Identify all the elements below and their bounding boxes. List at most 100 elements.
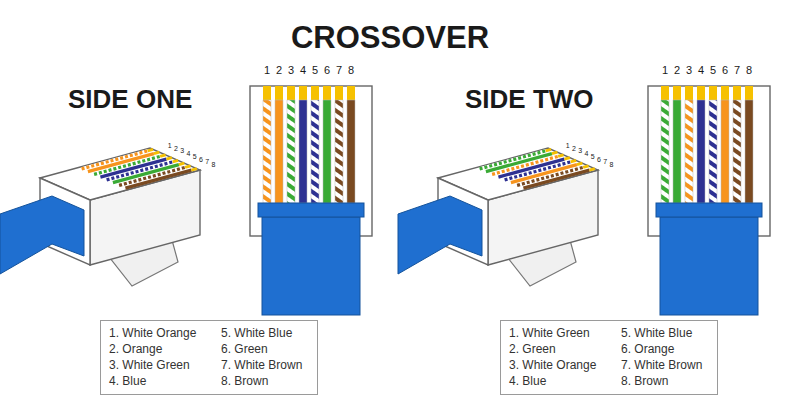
pin-number-small: 5 xyxy=(193,152,197,159)
color-list-item: 2. Green xyxy=(509,342,556,356)
pin-number: 6 xyxy=(324,65,330,76)
illustration-shape xyxy=(335,100,343,203)
illustration-shape xyxy=(191,169,197,171)
pin-number-small: 1 xyxy=(566,141,570,148)
illustration-shape xyxy=(173,160,179,162)
illustration-shape xyxy=(685,100,693,203)
illustration-shape xyxy=(125,170,191,188)
side-heading: SIDE TWO xyxy=(465,86,594,112)
color-list-item: 4. Blue xyxy=(109,374,146,388)
color-list-box: 1. White Orange 2. Orange 3. White Green 4.… xyxy=(100,320,318,395)
illustration-shape xyxy=(179,163,185,165)
color-list-item: 4. Blue xyxy=(509,374,546,388)
plug-contacts xyxy=(546,149,595,170)
pin-number: 7 xyxy=(336,65,342,76)
illustration-shape xyxy=(552,152,558,154)
pin-number: 5 xyxy=(312,65,318,76)
contact-pins xyxy=(661,86,753,100)
color-list-item: 5. White Blue xyxy=(621,326,692,340)
illustration-shape xyxy=(745,86,753,100)
plug-3d-side-one xyxy=(0,148,200,286)
pin-number-small: 3 xyxy=(180,147,184,154)
illustration-shape xyxy=(697,100,705,203)
illustration-shape xyxy=(335,86,343,100)
illustration-shape xyxy=(311,100,319,203)
color-list-item: 6. Green xyxy=(221,342,268,356)
illustration-shape xyxy=(709,86,717,100)
pin-number-small: 6 xyxy=(597,155,601,162)
pin-number-small: 4 xyxy=(584,150,588,157)
illustration-shape xyxy=(583,166,589,168)
color-list-item: 7. White Brown xyxy=(621,358,702,372)
illustration-shape xyxy=(673,86,681,100)
cable-jacket xyxy=(398,196,482,274)
pin-number: 1 xyxy=(662,65,668,76)
illustration-shape xyxy=(311,86,319,100)
color-list-item: 3. White Orange xyxy=(509,358,596,372)
plug-wires xyxy=(480,151,590,188)
illustration-shape xyxy=(113,165,179,183)
pin-number-small: 3 xyxy=(578,147,582,154)
illustration-shape xyxy=(523,170,589,188)
color-list-item: 1. White Orange xyxy=(109,326,196,340)
pin-number: 5 xyxy=(710,65,716,76)
illustration-shape xyxy=(661,86,669,100)
illustration-shape xyxy=(119,167,185,185)
pin-number: 8 xyxy=(746,65,752,76)
illustration-shape xyxy=(323,86,331,100)
cable-jacket xyxy=(262,217,360,315)
illustration-shape xyxy=(299,86,307,100)
illustration-shape xyxy=(661,100,669,203)
contact-pins xyxy=(263,86,355,100)
illustration-shape xyxy=(745,100,753,203)
illustration-shape xyxy=(287,86,295,100)
illustration-shape xyxy=(263,86,271,100)
illustration-shape xyxy=(709,100,717,203)
pin-number-small: 7 xyxy=(205,158,209,165)
color-list-item: 8. Brown xyxy=(621,374,668,388)
pin-number: 4 xyxy=(300,65,306,76)
pin-number-small: 7 xyxy=(603,158,607,165)
illustration-shape xyxy=(511,165,577,183)
color-list-item: 3. White Green xyxy=(109,358,190,372)
illustration-shape xyxy=(160,155,166,157)
illustration-shape xyxy=(263,100,271,203)
illustration-shape xyxy=(558,155,564,157)
crimp-bar xyxy=(656,203,762,217)
pin-number: 4 xyxy=(698,65,704,76)
crimp-bar xyxy=(258,203,364,217)
illustration-shape xyxy=(697,86,705,100)
illustration-shape xyxy=(577,163,583,165)
illustration-shape xyxy=(287,100,295,203)
pin-number: 7 xyxy=(734,65,740,76)
illustration-shape xyxy=(275,100,283,203)
color-list-item: 5. White Blue xyxy=(221,326,292,340)
illustration-shape xyxy=(589,169,595,171)
illustration-shape xyxy=(546,149,552,151)
illustration-shape xyxy=(733,100,741,203)
pin-number-small: 2 xyxy=(572,144,576,151)
pin-number-small: 5 xyxy=(591,152,595,159)
illustration-shape xyxy=(721,100,729,203)
illustration-shape xyxy=(347,100,355,203)
illustration-shape xyxy=(564,158,570,160)
color-list-item: 7. White Brown xyxy=(221,358,302,372)
cable-jacket xyxy=(0,196,84,274)
illustration-shape xyxy=(148,149,154,151)
illustration-shape xyxy=(685,86,693,100)
wire-strips xyxy=(661,100,753,203)
color-list-item: 1. White Green xyxy=(509,326,590,340)
pin-number: 3 xyxy=(686,65,692,76)
color-list-item: 2. Orange xyxy=(109,342,162,356)
illustration-shape xyxy=(323,100,331,203)
illustration-shape xyxy=(154,152,160,154)
plug-contacts xyxy=(148,149,197,170)
illustration-shape xyxy=(275,86,283,100)
pin-number: 8 xyxy=(348,65,354,76)
illustration-shape xyxy=(571,160,577,162)
color-list-item: 8. Brown xyxy=(221,374,268,388)
side-heading: SIDE ONE xyxy=(68,86,192,112)
pin-number-small: 6 xyxy=(199,155,203,162)
pin-number-small: 2 xyxy=(174,144,178,151)
